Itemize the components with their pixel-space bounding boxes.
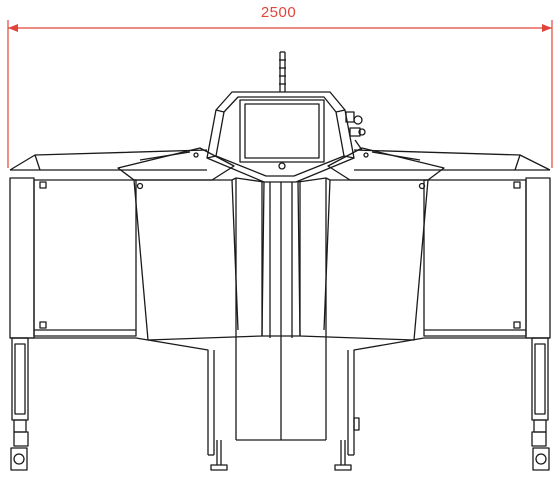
control-knobs-icon xyxy=(345,111,366,151)
power-button-icon xyxy=(278,162,286,170)
roof-panels xyxy=(9,149,551,171)
machine xyxy=(9,51,551,471)
caster-wheels xyxy=(10,419,550,471)
side-wings xyxy=(9,177,551,339)
touchscreen-display xyxy=(239,99,325,170)
width-dimension xyxy=(7,20,553,168)
dimension-arrow-right xyxy=(542,24,552,32)
inner-upper-panels xyxy=(117,147,445,181)
dimension-arrow-left xyxy=(8,24,18,32)
signal-tower-icon xyxy=(279,51,286,92)
lower-frame xyxy=(135,337,425,456)
central-column xyxy=(235,178,327,440)
control-cabinet xyxy=(206,91,355,183)
outer-legs xyxy=(11,337,549,421)
adjustable-feet xyxy=(210,440,352,471)
width-dimension-label: 2500 xyxy=(260,4,297,21)
